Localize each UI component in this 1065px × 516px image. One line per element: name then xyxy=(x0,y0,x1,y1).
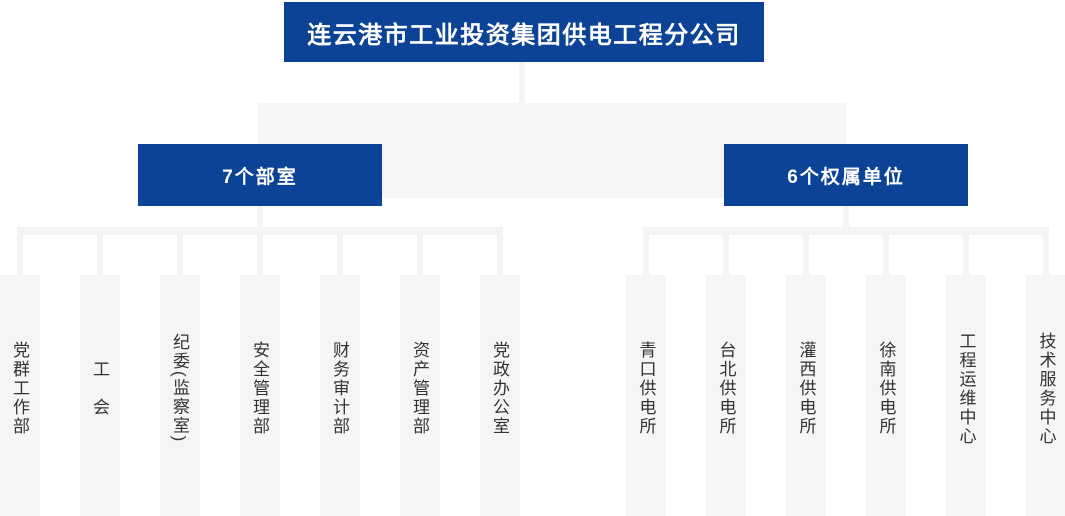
child-connector-line xyxy=(1043,235,1049,275)
child-connector-line xyxy=(256,235,263,275)
child-connector-line xyxy=(963,235,969,275)
child-label: 工 会 xyxy=(90,360,109,417)
root-connector-line xyxy=(519,62,525,103)
group-node-departments: 7个部室 xyxy=(138,144,382,206)
group-node-subsidiaries-label: 6个权属单位 xyxy=(787,166,905,188)
child-column-departments-5: 资产管理部 xyxy=(399,275,440,516)
child-label: 青口供电所 xyxy=(636,341,656,436)
child-label: 财务审计部 xyxy=(330,341,349,436)
children-connector-band-subsidiaries xyxy=(643,227,1049,235)
group-node-subsidiaries: 6个权属单位 xyxy=(724,144,968,206)
child-label: 徐南供电所 xyxy=(876,341,896,436)
child-column-subsidiaries-1: 台北供电所 xyxy=(706,275,746,516)
child-connector-line xyxy=(176,235,183,275)
child-label: 党群工作部 xyxy=(10,341,29,436)
child-column-subsidiaries-4: 工程运维中心 xyxy=(946,275,986,516)
root-node-label: 连云港市工业投资集团供电工程分公司 xyxy=(307,21,741,49)
child-connector-line xyxy=(883,235,889,275)
child-connector-line xyxy=(496,235,503,275)
child-column-subsidiaries-0: 青口供电所 xyxy=(626,275,666,516)
child-connector-line xyxy=(416,235,423,275)
child-column-departments-2: 纪委(监察室) xyxy=(159,275,200,516)
child-label: 资产管理部 xyxy=(410,341,429,436)
child-label: 灌西供电所 xyxy=(796,341,816,436)
child-column-subsidiaries-3: 徐南供电所 xyxy=(866,275,906,516)
child-connector-line xyxy=(96,235,103,275)
child-column-departments-3: 安全管理部 xyxy=(239,275,280,516)
child-connector-line xyxy=(336,235,343,275)
child-connector-line xyxy=(16,235,23,275)
child-column-subsidiaries-5: 技术服务中心 xyxy=(1026,275,1065,516)
child-label: 台北供电所 xyxy=(716,341,736,436)
child-label: 党政办公室 xyxy=(490,341,509,436)
group-connector-line-subsidiaries xyxy=(843,206,849,227)
child-label: 技术服务中心 xyxy=(1036,331,1056,446)
group-node-departments-label: 7个部室 xyxy=(222,166,298,188)
child-column-departments-1: 工 会 xyxy=(79,275,120,516)
child-connector-line xyxy=(803,235,809,275)
child-column-departments-6: 党政办公室 xyxy=(479,275,520,516)
root-node: 连云港市工业投资集团供电工程分公司 xyxy=(284,2,764,62)
child-column-departments-4: 财务审计部 xyxy=(319,275,360,516)
child-label: 安全管理部 xyxy=(250,341,269,436)
children-connector-band-departments xyxy=(16,227,503,235)
child-label: 工程运维中心 xyxy=(956,331,976,446)
group-connector-line-departments xyxy=(257,206,263,227)
child-connector-line xyxy=(643,235,649,275)
child-connector-line xyxy=(723,235,729,275)
child-column-departments-0: 党群工作部 xyxy=(0,275,40,516)
child-column-subsidiaries-2: 灌西供电所 xyxy=(786,275,826,516)
child-label: 纪委(监察室) xyxy=(170,333,189,444)
